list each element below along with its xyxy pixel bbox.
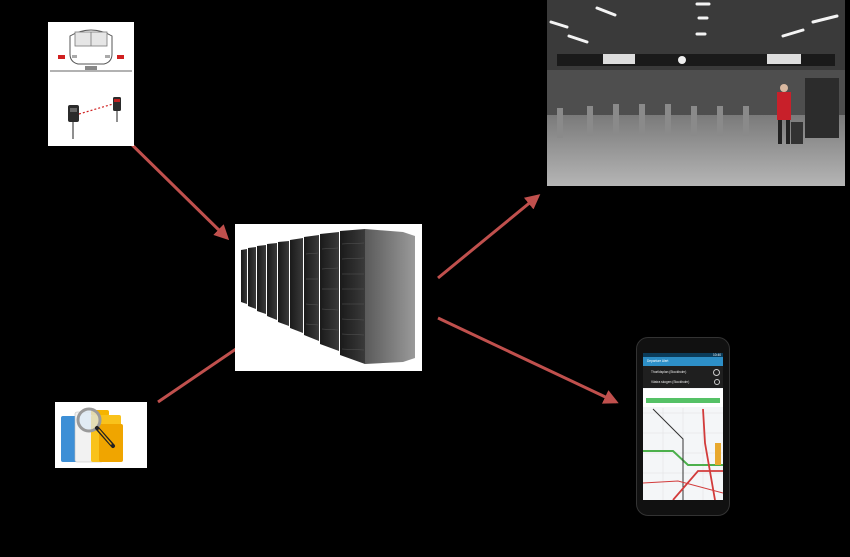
server-racks-icon (241, 229, 415, 364)
swap-icon[interactable] (713, 369, 720, 376)
arrow-train-to-server (118, 131, 230, 241)
train-sensor-panel (48, 22, 134, 146)
to-station-field[interactable]: Västra skogen (Stockholm) (651, 380, 690, 384)
arrow-server-to-station (437, 194, 541, 280)
smartphone-app (643, 353, 723, 500)
smartphone: 10:40 Departure Alert Thorildsplan (Stoc… (636, 337, 730, 516)
folder-search-icon (61, 407, 123, 463)
app-title: Departure Alert (647, 359, 669, 363)
phone-screen: 10:40 Departure Alert Thorildsplan (Stoc… (643, 353, 723, 500)
arrow-server-to-phone (437, 316, 619, 404)
station-photo (547, 0, 845, 186)
status-time: 10:40 (713, 353, 721, 357)
search-icon[interactable] (714, 379, 720, 385)
train-sensor-icon (50, 29, 132, 139)
file-records-panel (55, 402, 147, 468)
data-center-panel (235, 224, 422, 371)
station-gates-photo (547, 0, 845, 186)
from-station-field[interactable]: Thorildsplan (Stockholm) (651, 370, 687, 374)
